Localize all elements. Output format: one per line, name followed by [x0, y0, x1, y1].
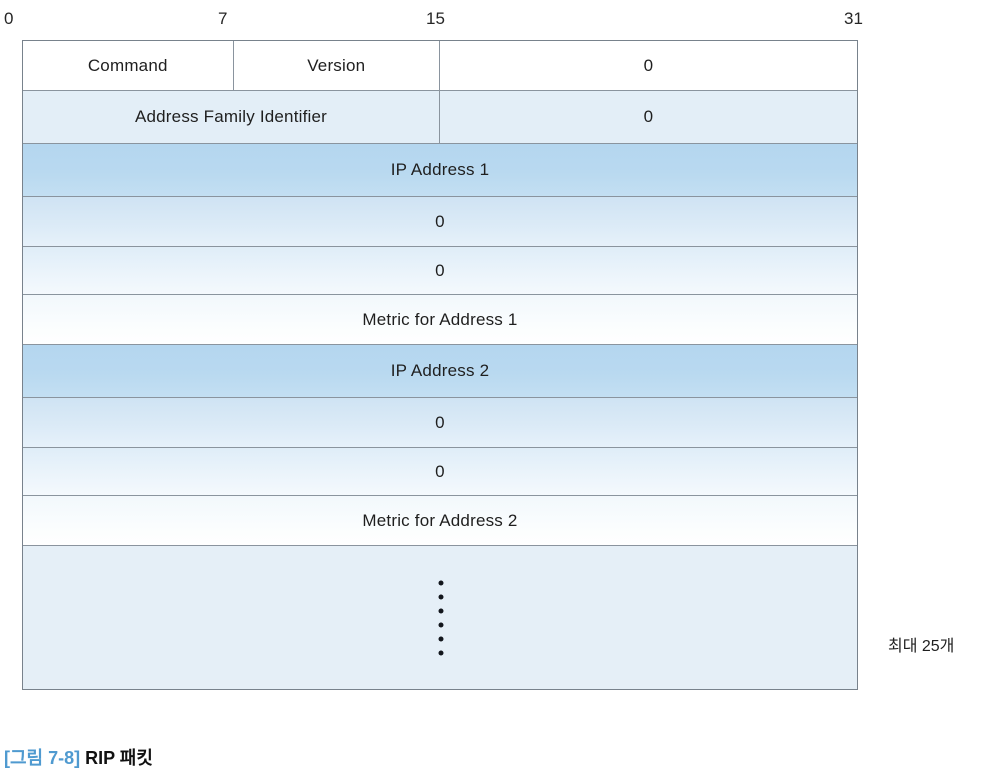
field-command: Command — [23, 41, 234, 90]
field-reserved-1: 0 — [643, 55, 654, 75]
field-entry1-zero-b: 0 — [435, 260, 445, 280]
field-reserved-2: 0 — [643, 107, 654, 126]
figure-caption-title: RIP 패킷 — [85, 748, 153, 768]
packet-row-ip-address-1: IP Address 1 — [23, 144, 857, 197]
ellipsis-dot — [438, 636, 444, 641]
field-version: Version — [234, 41, 440, 90]
packet-row-entry1-zero-b: 0 — [23, 247, 857, 295]
field-address-family-identifier: Address Family Identifier — [23, 91, 440, 143]
field-entry2-zero-b: 0 — [435, 461, 445, 481]
field-metric-address-1: Metric for Address 1 — [362, 309, 518, 329]
bit-tick-31: 31 — [844, 9, 863, 28]
rip-packet-diagram: Command Version 0 Address Family Identif… — [22, 40, 858, 690]
bit-tick-7: 7 — [218, 9, 228, 28]
max-entries-annotation: 최대 25개 — [888, 638, 955, 655]
field-ip-address-1: IP Address 1 — [390, 160, 490, 179]
field-metric-address-2: Metric for Address 2 — [362, 510, 518, 530]
bit-tick-0: 0 — [4, 9, 14, 28]
packet-row-entry2-zero-b: 0 — [23, 448, 857, 496]
ellipsis-dot — [438, 622, 444, 627]
packet-row-entry2-zero-a: 0 — [23, 398, 857, 448]
packet-row-continuation — [23, 546, 857, 689]
figure-caption: [그림 7-8]RIP 패킷 — [4, 744, 153, 770]
bit-tick-15: 15 — [426, 9, 445, 28]
packet-row-ip-address-2: IP Address 2 — [23, 345, 857, 398]
ellipsis-dot — [438, 580, 444, 585]
field-entry2-zero-a: 0 — [435, 412, 445, 432]
packet-row-entry1-zero-a: 0 — [23, 197, 857, 247]
packet-row-metric-address-2: Metric for Address 2 — [23, 496, 857, 546]
ellipsis-dot — [438, 594, 444, 599]
packet-row-metric-address-1: Metric for Address 1 — [23, 295, 857, 345]
packet-row-header-2: Address Family Identifier 0 — [23, 91, 857, 144]
field-entry1-zero-a: 0 — [435, 211, 445, 231]
bit-ruler: 0 7 15 31 — [4, 8, 863, 34]
ellipsis-dot — [438, 608, 444, 613]
packet-row-header-1: Command Version 0 — [23, 41, 857, 91]
ellipsis-dot — [438, 650, 444, 655]
vertical-ellipsis-icon — [438, 580, 444, 655]
field-ip-address-2: IP Address 2 — [390, 361, 490, 380]
figure-caption-number: [그림 7-8] — [4, 748, 81, 768]
